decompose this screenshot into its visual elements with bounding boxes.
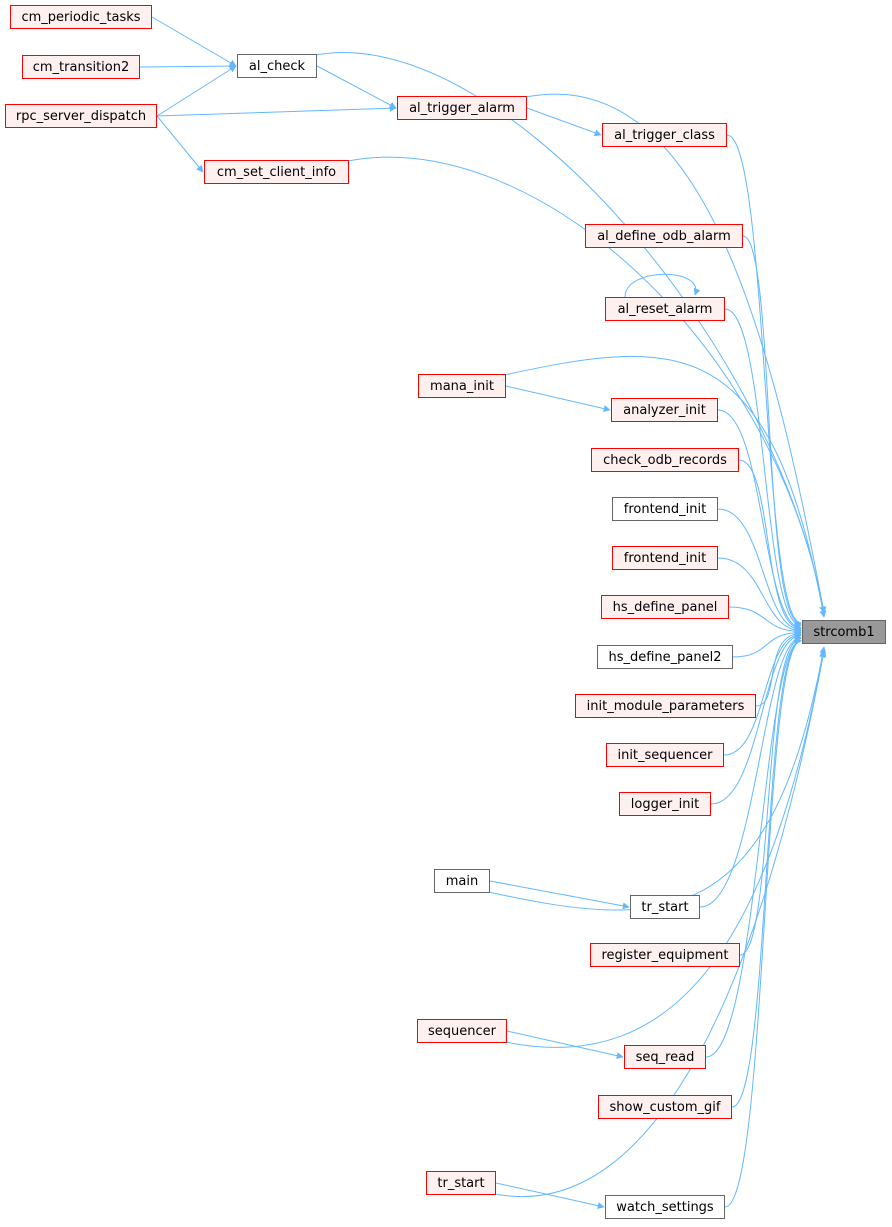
edge-frontend-init-a-to-strcomb1 (717, 508, 802, 634)
edge-tr-start-a-to-strcomb1 (699, 634, 802, 908)
edge-check-odb-records-to-strcomb1 (738, 459, 802, 633)
node-cm-transition2[interactable]: cm_transition2 (22, 55, 140, 79)
edge-frontend-init-b-to-strcomb1 (717, 557, 802, 635)
edge-show-custom-gif-to-strcomb1 (731, 637, 802, 1108)
node-watch-settings[interactable]: watch_settings (605, 1195, 725, 1219)
edge-al-trigger-class-to-strcomb1 (726, 134, 802, 627)
node-al-trigger-class[interactable]: al_trigger_class (602, 123, 727, 147)
edge-init-module-parameters-to-strcomb1 (755, 629, 802, 707)
edge-main-to-strcomb1 (483, 646, 827, 911)
node-init-module-parameters[interactable]: init_module_parameters (575, 694, 756, 718)
edge-hs-define-panel2-to-strcomb1 (732, 629, 802, 658)
edge-al-define-odb-alarm-to-strcomb1 (742, 235, 802, 628)
node-init-sequencer[interactable]: init_sequencer (606, 743, 724, 767)
edge-al-trigger-alarm-to-al-trigger-class (526, 107, 602, 137)
edge-rpc-server-dispatch-to-al-trigger-alarm (156, 104, 397, 117)
node-hs-define-panel[interactable]: hs_define_panel (601, 595, 729, 619)
node-al-define-odb-alarm[interactable]: al_define_odb_alarm (585, 224, 743, 248)
edge-seq-read-to-strcomb1 (705, 637, 802, 1058)
node-main[interactable]: main (434, 869, 490, 893)
node-frontend-init[interactable]: frontend_init (612, 497, 718, 521)
edge-tr-start-b-to-watch-settings (495, 1182, 605, 1210)
node-al-check[interactable]: al_check (237, 54, 317, 78)
edge-hs-define-panel-to-strcomb1 (728, 606, 802, 635)
edge-cm-set-client-info-to-strcomb1 (342, 156, 827, 614)
edge-init-sequencer-to-strcomb1 (723, 630, 802, 756)
node-rpc-server-dispatch[interactable]: rpc_server_dispatch (5, 104, 157, 128)
node-cm-periodic-tasks[interactable]: cm_periodic_tasks (10, 5, 152, 29)
edge-tr-start-b-to-strcomb1 (489, 650, 827, 1198)
node-al-reset-alarm[interactable]: al_reset_alarm (605, 297, 725, 321)
edge-cm-periodic-tasks-to-al-check (151, 16, 237, 67)
edge-al-check-to-strcomb1 (310, 52, 827, 614)
edge-al-trigger-alarm-to-strcomb1 (520, 93, 827, 614)
node-strcomb1: strcomb1 (802, 620, 886, 644)
edge-mana-init-to-strcomb1 (499, 355, 827, 618)
edge-main-to-tr-start-a (489, 880, 630, 910)
node-hs-define-panel2[interactable]: hs_define_panel2 (597, 645, 733, 669)
edge-rpc-server-dispatch-to-al-check (156, 65, 237, 117)
node-check-odb-records[interactable]: check_odb_records (591, 448, 739, 472)
node-register-equipment[interactable]: register_equipment (590, 943, 740, 967)
node-al-trigger-alarm[interactable]: al_trigger_alarm (397, 96, 527, 120)
edge-rpc-server-dispatch-to-cm-set-client-info (156, 115, 204, 173)
edge-logger-init-to-strcomb1 (710, 631, 802, 805)
node-tr-start[interactable]: tr_start (630, 895, 700, 919)
edge-al-reset-alarm-to-strcomb1 (724, 308, 802, 629)
node-cm-set-client-info[interactable]: cm_set_client_info (204, 160, 349, 184)
node-tr-start-2[interactable]: tr_start (426, 1171, 496, 1195)
node-mana-init[interactable]: mana_init (418, 374, 506, 398)
edge-cm-transition2-to-al-check (139, 62, 237, 70)
edge-register-equipment-to-strcomb1 (739, 635, 802, 956)
edge-al-reset-alarm-to-al-reset-alarm (624, 273, 701, 298)
node-sequencer[interactable]: sequencer (417, 1019, 507, 1043)
node-frontend-init-2[interactable]: frontend_init (612, 546, 718, 570)
edge-watch-settings-to-strcomb1 (724, 637, 802, 1208)
edge-sequencer-to-seq-read (506, 1030, 624, 1060)
node-analyzer-init[interactable]: analyzer_init (611, 398, 718, 422)
edge-mana-init-to-analyzer-init (505, 385, 611, 412)
edge-al-check-to-al-trigger-alarm (316, 65, 397, 109)
node-show-custom-gif[interactable]: show_custom_gif (598, 1095, 732, 1119)
node-seq-read[interactable]: seq_read (624, 1045, 706, 1069)
node-logger-init[interactable]: logger_init (619, 792, 711, 816)
edge-analyzer-init-to-strcomb1 (717, 409, 802, 632)
